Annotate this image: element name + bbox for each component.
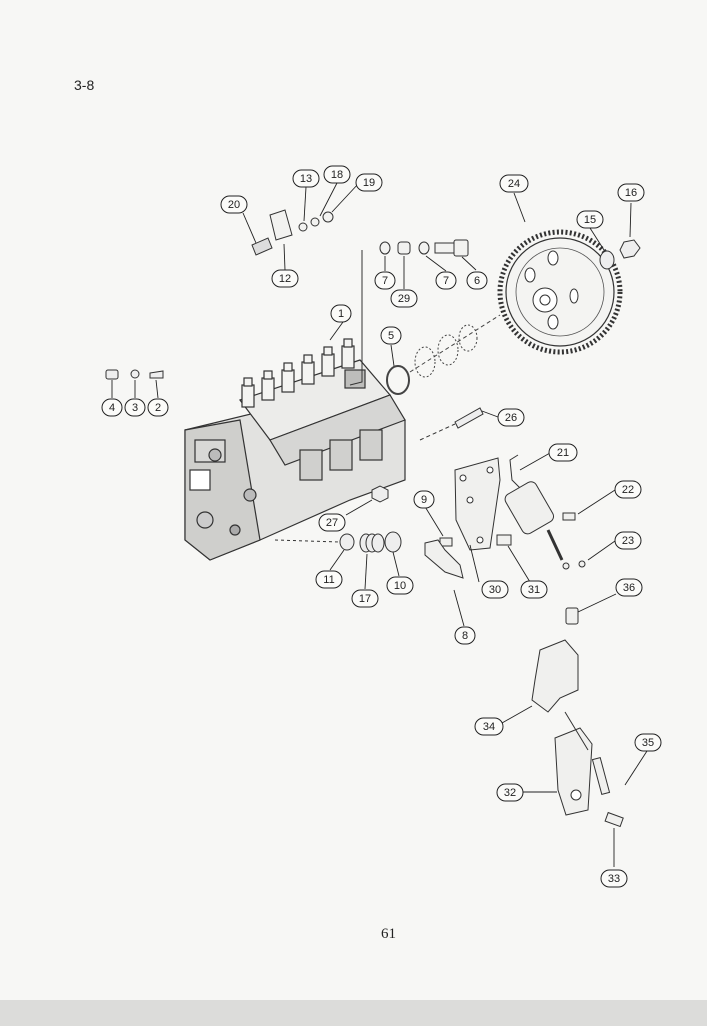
callout-label: 7 [443, 275, 449, 287]
callout-bubble-4 [101, 398, 123, 417]
callout-label: 2 [155, 402, 161, 414]
callout-bubble-5 [380, 326, 402, 345]
callout-label: 4 [109, 402, 115, 414]
callout-bubble-33 [600, 869, 628, 888]
callout-label: 24 [508, 178, 520, 190]
callout-bubble-16 [617, 183, 645, 202]
callout-bubble-34 [474, 717, 504, 736]
callout-label: 35 [642, 737, 654, 749]
callout-bubble-35 [634, 733, 662, 752]
callout-label: 19 [363, 177, 375, 189]
section-id: 3-8 [74, 77, 95, 93]
callout-bubble-18 [323, 165, 351, 184]
page-number: 61 [381, 926, 396, 942]
callout-bubble-2 [147, 398, 169, 417]
callout-label: 6 [474, 275, 480, 287]
callout-label: 13 [300, 173, 312, 185]
callout-bubble-31 [520, 580, 548, 599]
callout-bubble-15 [576, 210, 604, 229]
callout-label: 36 [623, 582, 635, 594]
injection-pump-assembly [184, 338, 406, 561]
callout-label: 7 [382, 275, 388, 287]
stop-bracket-parts [251, 209, 334, 256]
callout-bubble-20 [220, 195, 248, 214]
callout-bubble-1 [330, 304, 352, 323]
callout-bubble-36 [615, 578, 643, 597]
callout-bubble-22 [614, 480, 642, 499]
callout-bubble-6 [466, 271, 488, 290]
callout-label: 15 [584, 214, 596, 226]
callout-label: 22 [622, 484, 634, 496]
callout-label: 1 [338, 308, 344, 320]
callout-label: 26 [505, 412, 517, 424]
callout-label: 20 [228, 199, 240, 211]
callout-label: 21 [557, 447, 569, 459]
callout-label: 10 [394, 580, 406, 592]
callout-bubble-26 [497, 408, 525, 427]
callout-label: 30 [489, 584, 501, 596]
coupling-and-seal [386, 314, 501, 395]
callout-bubble-24 [499, 174, 529, 193]
callout-label: 18 [331, 169, 343, 181]
callout-label: 27 [326, 517, 338, 529]
callout-bubble-17 [351, 589, 379, 608]
stud-and-spring-parts [274, 407, 484, 553]
callout-label: 33 [608, 873, 620, 885]
callout-bubble-13 [292, 169, 320, 188]
callout-bubble-19 [355, 173, 383, 192]
callout-bubble-23 [614, 531, 642, 550]
leader-lines [111, 182, 648, 867]
callout-bubble-29 [390, 289, 418, 308]
callout-label: 5 [388, 330, 394, 342]
callout-label: 9 [421, 494, 427, 506]
callout-bubble-7b [435, 271, 457, 290]
banjo-bolt-parts [349, 239, 469, 386]
callout-bubble-30 [481, 580, 509, 599]
callout-bubble-9 [413, 490, 435, 509]
callout-label: 34 [483, 721, 495, 733]
lower-bracket-parts [531, 607, 624, 828]
callout-label: 29 [398, 293, 410, 305]
solenoid-mounting-parts [424, 454, 586, 579]
callout-bubble-27 [318, 513, 346, 532]
gear-nut-washer [599, 239, 641, 270]
callout-label: 31 [528, 584, 540, 596]
callout-label: 3 [132, 402, 138, 414]
small-fittings [105, 369, 164, 380]
callout-bubble-11 [315, 570, 343, 589]
callout-label: 32 [504, 787, 516, 799]
callout-bubble-21 [548, 443, 578, 462]
callout-label: 16 [625, 187, 637, 199]
callout-label: 12 [279, 273, 291, 285]
callout-bubble-7a [374, 271, 396, 290]
callout-bubble-12 [271, 269, 299, 288]
callout-labels: 1 2 3 4 5 6 7 7 8 9 10 11 12 13 15 16 17… [109, 169, 654, 885]
drive-gear [497, 229, 623, 355]
callout-bubble-3 [124, 398, 146, 417]
callout-label: 8 [462, 630, 468, 642]
callout-bubble-10 [386, 576, 414, 595]
callouts [101, 165, 662, 888]
callout-bubble-8 [454, 626, 476, 645]
callout-label: 17 [359, 593, 371, 605]
callout-label: 11 [323, 574, 334, 586]
callout-label: 23 [622, 535, 634, 547]
scan-edge [0, 1000, 707, 1026]
callout-bubble-32 [496, 783, 524, 802]
